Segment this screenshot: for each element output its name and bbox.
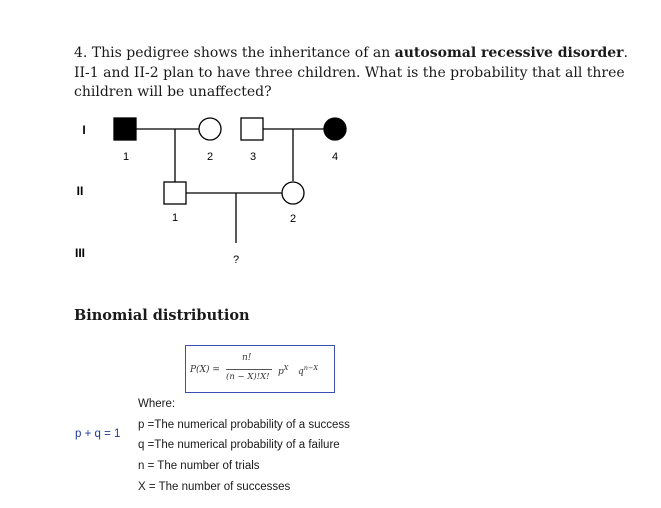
- formula-numerator: n!: [242, 353, 252, 363]
- formula-p: p: [278, 367, 284, 377]
- generation-label-i: I: [82, 123, 85, 137]
- gen1-number-1: 1: [123, 151, 129, 163]
- ii1-unaffected-male: [163, 181, 187, 205]
- question-text: 4. This pedigree shows the inheritance o…: [74, 44, 634, 103]
- question-prefix: 4. This pedigree shows the inheritance o…: [74, 45, 395, 61]
- unknown-child-label: ?: [233, 254, 239, 266]
- gen1-number-2: 2: [207, 151, 213, 163]
- definition-x: X = The number of successes: [138, 481, 291, 493]
- question-emphasis: autosomal recessive disorder: [394, 45, 624, 61]
- formula-fraction-bar: [226, 369, 272, 370]
- ii2-unaffected-female: [281, 181, 305, 205]
- pq-equation: p + q = 1: [75, 428, 121, 440]
- formula-p-exponent: X: [283, 364, 289, 372]
- formula-q-term: qn−X: [298, 364, 318, 377]
- i3-unaffected-male: [240, 117, 264, 141]
- i4-affected-female: [323, 117, 347, 141]
- binomial-heading: Binomial distribution: [74, 307, 250, 324]
- question-suffix: . II-1 and II-2 plan to have three child…: [74, 45, 628, 100]
- pedigree-chart: I II III 1 2 3 4 1 2 ?: [75, 117, 347, 266]
- where-label: Where:: [138, 398, 176, 410]
- definition-n: n = The number of trials: [138, 460, 260, 472]
- i1-affected-male: [113, 117, 137, 141]
- gen2-number-2: 2: [290, 213, 296, 225]
- definition-q: q =The numerical probability of a failur…: [138, 439, 340, 451]
- binomial-formula-box: P(X) = n! (n − X)!X! pX qn−X: [185, 345, 335, 393]
- i2-unaffected-female: [198, 117, 222, 141]
- definition-p: p =The numerical probability of a succes…: [138, 419, 350, 431]
- gen1-number-3: 3: [250, 151, 256, 163]
- gen1-number-4: 4: [332, 151, 338, 163]
- formula-q: q: [298, 367, 304, 377]
- generation-label-ii: II: [77, 184, 84, 198]
- formula-q-exponent: n−X: [303, 364, 319, 372]
- gen2-number-1: 1: [172, 212, 178, 224]
- formula-lhs: P(X) =: [190, 365, 220, 375]
- generation-label-iii: III: [75, 246, 85, 260]
- formula-denominator: (n − X)!X!: [226, 372, 270, 382]
- formula-p-term: pX: [278, 364, 288, 377]
